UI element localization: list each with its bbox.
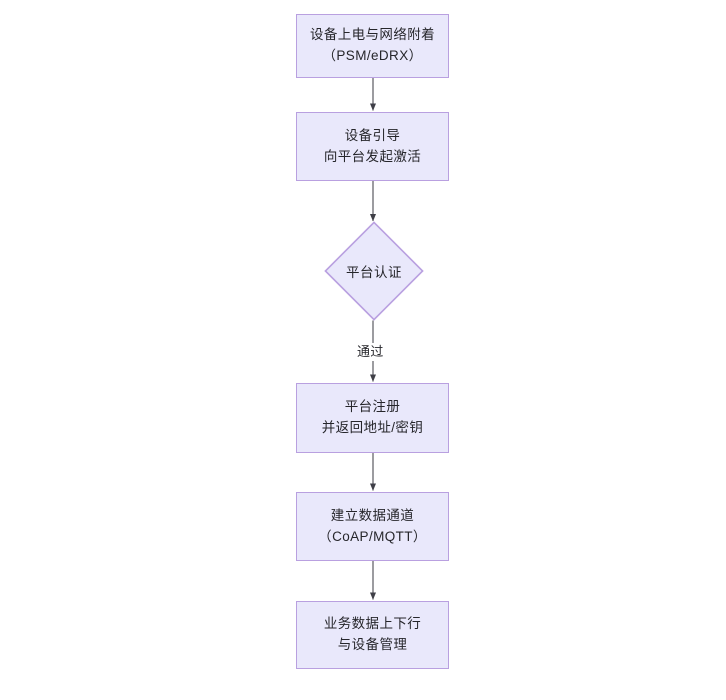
node-data-channel-line2: （CoAP/MQTT） — [318, 528, 427, 544]
node-platform-register-line1: 平台注册 — [344, 399, 401, 415]
edge-label-pass: 通过 — [355, 343, 386, 361]
node-bootstrap-line2: 向平台发起激活 — [323, 148, 422, 164]
node-power-on-line2: （PSM/eDRX） — [322, 48, 423, 63]
node-business-data-line2: 与设备管理 — [337, 637, 408, 652]
node-data-channel-line1: 建立数据通道 — [330, 507, 415, 523]
node-power-on[interactable]: 设备上电与网络附着 （PSM/eDRX） — [296, 14, 449, 78]
node-business-data[interactable]: 业务数据上下行 与设备管理 — [296, 601, 449, 669]
node-bootstrap[interactable]: 设备引导 向平台发起激活 — [296, 112, 449, 181]
diamond-shape — [324, 221, 424, 321]
node-platform-register[interactable]: 平台注册 并返回地址/密钥 — [296, 383, 449, 453]
node-bootstrap-line1: 设备引导 — [344, 127, 401, 143]
node-platform-auth[interactable]: 平台认证 — [324, 221, 424, 321]
node-platform-register-line2: 并返回地址/密钥 — [321, 420, 424, 435]
node-platform-auth-label: 平台认证 — [346, 265, 402, 280]
node-data-channel[interactable]: 建立数据通道 （CoAP/MQTT） — [296, 492, 449, 561]
node-power-on-line1: 设备上电与网络附着 — [309, 27, 436, 43]
node-business-data-line1: 业务数据上下行 — [323, 616, 422, 632]
